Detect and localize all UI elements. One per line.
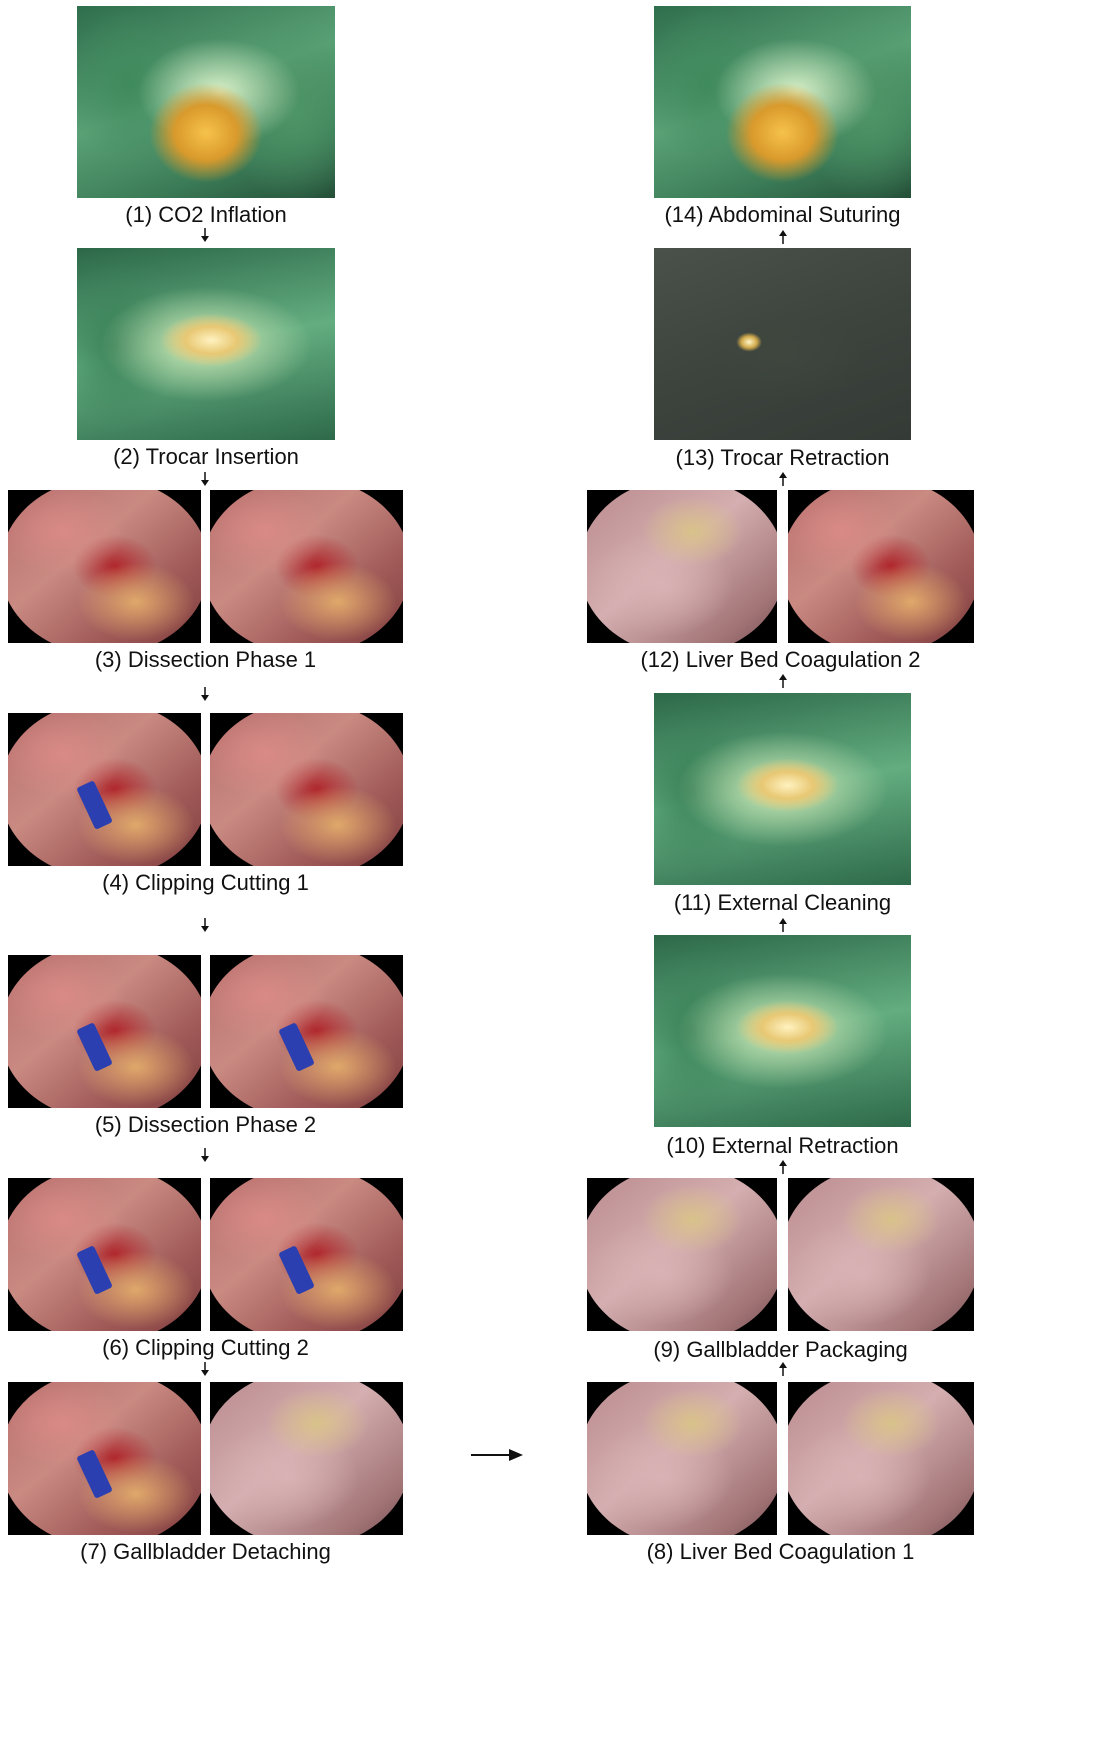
caption-gallbladder-detaching: (7) Gallbladder Detaching — [8, 1540, 403, 1564]
photo-trocar-retraction — [654, 248, 911, 440]
photo-external-cleaning — [654, 693, 911, 885]
caption-external-cleaning: (11) External Cleaning — [654, 891, 911, 915]
caption-dissection-2: (5) Dissection Phase 2 — [8, 1113, 403, 1137]
caption-trocar-insertion: (2) Trocar Insertion — [77, 445, 335, 469]
endoscope-coagulation-2a — [587, 490, 777, 643]
caption-clipping-2: (6) Clipping Cutting 2 — [8, 1336, 403, 1360]
arrow-up-icon — [777, 918, 789, 932]
arrow-right-icon — [471, 1448, 523, 1462]
arrow-down-icon — [199, 1148, 211, 1162]
photo-abdominal-suturing — [654, 6, 911, 198]
endoscope-clipping-2a — [8, 1178, 201, 1331]
caption-liver-bed-coagulation-2: (12) Liver Bed Coagulation 2 — [587, 648, 974, 672]
endoscope-dissection-2a — [8, 955, 201, 1108]
caption-gallbladder-packaging: (9) Gallbladder Packaging — [587, 1338, 974, 1362]
photo-trocar-insertion — [77, 248, 335, 440]
arrow-up-icon — [777, 674, 789, 688]
endoscope-dissection-1b — [210, 490, 403, 643]
endoscope-clipping-2b — [210, 1178, 403, 1331]
endoscope-dissection-1a — [8, 490, 201, 643]
endoscope-packaging-a — [587, 1178, 777, 1331]
caption-trocar-retraction: (13) Trocar Retraction — [654, 446, 911, 470]
arrow-up-icon — [777, 230, 789, 244]
endoscope-clipping-1b — [210, 713, 403, 866]
endoscope-coagulation-1a — [587, 1382, 777, 1535]
arrow-up-icon — [777, 472, 789, 486]
arrow-up-icon — [777, 1160, 789, 1174]
caption-dissection-1: (3) Dissection Phase 1 — [8, 648, 403, 672]
endoscope-coagulation-1b — [788, 1382, 974, 1535]
arrow-up-icon — [777, 1362, 789, 1376]
endoscope-detaching-a — [8, 1382, 201, 1535]
endoscope-packaging-b — [788, 1178, 974, 1331]
caption-clipping-1: (4) Clipping Cutting 1 — [8, 871, 403, 895]
caption-liver-bed-coagulation-1: (8) Liver Bed Coagulation 1 — [587, 1540, 974, 1564]
photo-external-retraction — [654, 935, 911, 1127]
caption-co2-inflation: (1) CO2 Inflation — [77, 203, 335, 227]
endoscope-dissection-2b — [210, 955, 403, 1108]
arrow-down-icon — [199, 687, 211, 701]
arrow-down-icon — [199, 1362, 211, 1376]
arrow-down-icon — [199, 472, 211, 486]
arrow-down-icon — [199, 918, 211, 932]
endoscope-clipping-1a — [8, 713, 201, 866]
photo-co2-inflation — [77, 6, 335, 198]
arrow-down-icon — [199, 228, 211, 242]
endoscope-detaching-b — [210, 1382, 403, 1535]
endoscope-coagulation-2b — [788, 490, 974, 643]
caption-abdominal-suturing: (14) Abdominal Suturing — [654, 203, 911, 227]
caption-external-retraction: (10) External Retraction — [654, 1134, 911, 1158]
